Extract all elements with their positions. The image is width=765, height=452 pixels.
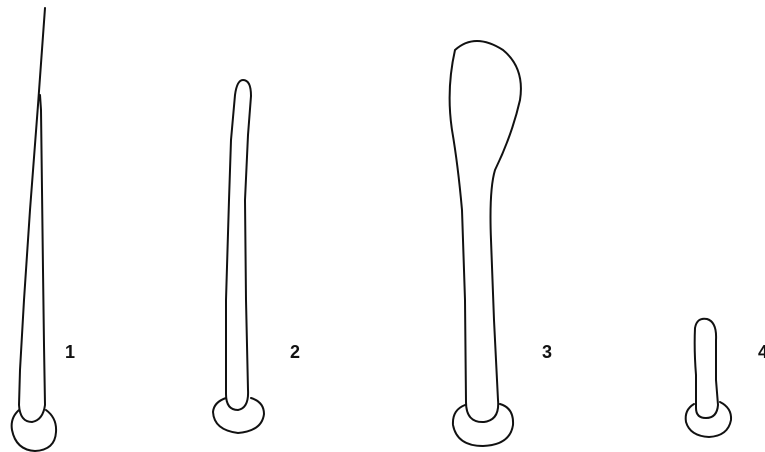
shape-2-base bbox=[213, 398, 264, 433]
label-3: 3 bbox=[542, 342, 552, 362]
shape-1: 1 bbox=[12, 8, 75, 451]
shape-3-base bbox=[453, 404, 513, 446]
shape-4-shaft bbox=[695, 319, 718, 418]
shape-3: 3 bbox=[450, 41, 552, 446]
shape-3-shaft bbox=[450, 41, 521, 422]
label-1: 1 bbox=[65, 342, 75, 362]
label-2: 2 bbox=[290, 342, 300, 362]
shape-4-base bbox=[686, 402, 731, 437]
shape-2: 2 bbox=[213, 80, 300, 433]
shape-2-shaft bbox=[226, 80, 251, 410]
shape-4: 4 bbox=[686, 319, 765, 437]
label-4: 4 bbox=[758, 342, 765, 362]
shape-1-base bbox=[12, 410, 56, 451]
shape-1-shaft bbox=[19, 8, 45, 422]
